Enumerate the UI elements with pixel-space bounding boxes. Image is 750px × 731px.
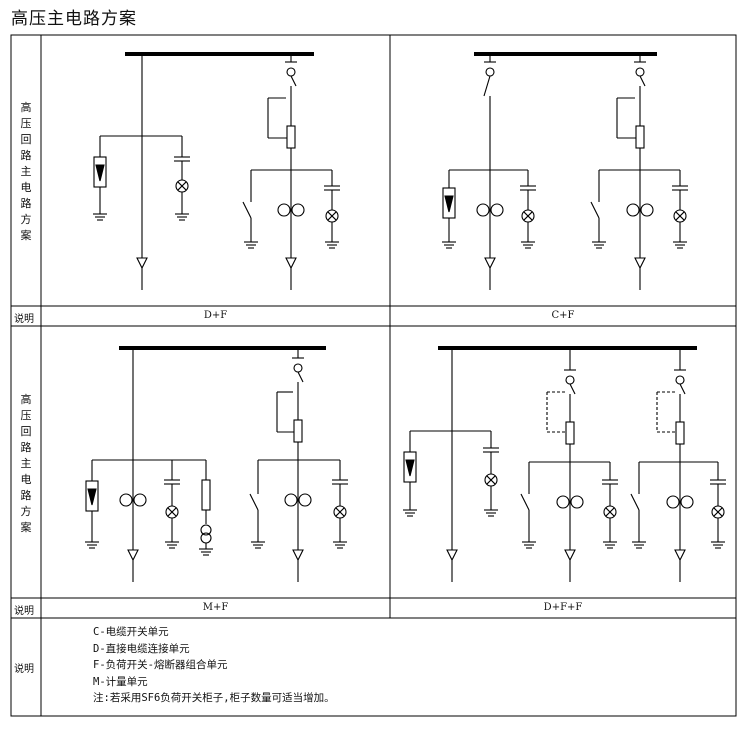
notes-block: C-电缆开关单元 D-直接电缆连接单元 F-负荷开关-熔断器组合单元 M-计量单… (93, 624, 335, 707)
fuse-icon (286, 125, 296, 149)
note-line: F-负荷开关-熔断器组合单元 (93, 659, 228, 671)
voltage-transformer-icon (200, 524, 212, 536)
current-transformer-icon (277, 203, 291, 217)
switch-blade-icon (520, 493, 530, 511)
indicator-lamp-icon (523, 211, 533, 221)
switch-blade-icon (249, 493, 259, 511)
indicator-lamp-icon (675, 211, 685, 221)
side-label-char: 电 (20, 473, 32, 486)
current-transformer-icon (119, 493, 133, 507)
cable-terminal-icon (292, 549, 304, 562)
switch-blade-icon (630, 493, 640, 511)
cable-terminal-icon (127, 549, 139, 562)
indicator-lamp-icon (713, 507, 723, 517)
surge-arrester-icon (87, 488, 97, 506)
indicator-lamp-icon (335, 507, 345, 517)
side-label-char: 高 (20, 101, 32, 114)
fuse-icon (635, 125, 645, 149)
side-label-char: 案 (20, 521, 32, 534)
side-label-top: 高压回路主电路方案 (13, 100, 39, 244)
switch-blade-icon (483, 75, 491, 97)
current-transformer-icon (556, 495, 570, 509)
switch-blade-icon (590, 201, 600, 219)
notes-label: 说明 (14, 664, 34, 675)
side-label-char: 路 (20, 197, 32, 210)
indicator-lamp-icon (486, 475, 496, 485)
note-line: M-计量单元 (93, 675, 148, 688)
side-label-char: 回 (20, 425, 32, 438)
side-label-char: 回 (20, 133, 32, 146)
current-transformer-icon (476, 203, 490, 217)
switch-contact (565, 375, 575, 385)
row-label-desc-top: 说明 (14, 314, 34, 325)
note-line: 注:若采用SF6负荷开关柜子,柜子数量可适当增加。 (93, 692, 335, 704)
cable-terminal-icon (484, 257, 496, 270)
switch-blade-icon (679, 383, 686, 395)
switch-blade-icon (290, 75, 297, 87)
switch-contact (635, 67, 645, 77)
cable-terminal-icon (674, 549, 686, 562)
note-line: D-直接电缆连接单元 (93, 642, 190, 655)
side-label-char: 案 (20, 229, 32, 242)
indicator-lamp-icon (177, 181, 187, 191)
side-label-char: 高 (20, 393, 32, 406)
surge-arrester-icon (95, 164, 105, 182)
panel-caption-m-f: M+F (202, 602, 229, 613)
side-label-char: 路 (20, 441, 32, 454)
current-transformer-icon (640, 203, 654, 217)
side-label-char: 电 (20, 181, 32, 194)
side-label-char: 压 (20, 409, 32, 422)
indicator-lamp-icon (167, 507, 177, 517)
switch-blade-icon (297, 371, 304, 383)
panel-caption-d-f: D+F (203, 310, 228, 321)
current-transformer-icon (284, 493, 298, 507)
switch-blade-icon (569, 383, 576, 395)
side-label-char: 压 (20, 117, 32, 130)
fuse-icon (565, 421, 575, 445)
fuse-icon (293, 419, 303, 443)
side-label-char: 主 (20, 165, 32, 178)
current-transformer-icon (490, 203, 504, 217)
side-label-char: 方 (20, 505, 32, 518)
current-transformer-icon (570, 495, 584, 509)
cable-terminal-icon (446, 549, 458, 562)
fuse-icon (675, 421, 685, 445)
indicator-lamp-icon (605, 507, 615, 517)
switch-blade-icon (639, 75, 646, 87)
surge-arrester-icon (405, 459, 415, 477)
switch-blade-icon (242, 201, 252, 219)
panel-caption-d-f-f: D+F+F (543, 602, 583, 613)
current-transformer-icon (133, 493, 147, 507)
page-title: 高压主电路方案 (11, 9, 137, 29)
switch-contact (675, 375, 685, 385)
side-label-char: 路 (20, 149, 32, 162)
side-label-char: 方 (20, 213, 32, 226)
current-transformer-icon (680, 495, 694, 509)
side-label-char: 主 (20, 457, 32, 470)
indicator-lamp-icon (327, 211, 337, 221)
current-transformer-icon (291, 203, 305, 217)
side-label-char: 路 (20, 489, 32, 502)
cable-terminal-icon (285, 257, 297, 270)
switch-contact (485, 67, 495, 77)
cable-terminal-icon (136, 257, 148, 270)
current-transformer-icon (666, 495, 680, 509)
cable-terminal-icon (564, 549, 576, 562)
current-transformer-icon (298, 493, 312, 507)
panel-caption-c-f: C+F (551, 310, 575, 321)
row-label-desc-bottom: 说明 (14, 606, 34, 617)
cable-terminal-icon (634, 257, 646, 270)
surge-arrester-icon (444, 195, 454, 213)
fuse-icon (201, 479, 211, 511)
switch-contact (286, 67, 296, 77)
side-label-bottom: 高压回路主电路方案 (13, 392, 39, 536)
table-frame (10, 34, 737, 717)
switch-contact (293, 363, 303, 373)
note-line: C-电缆开关单元 (93, 626, 169, 638)
current-transformer-icon (626, 203, 640, 217)
